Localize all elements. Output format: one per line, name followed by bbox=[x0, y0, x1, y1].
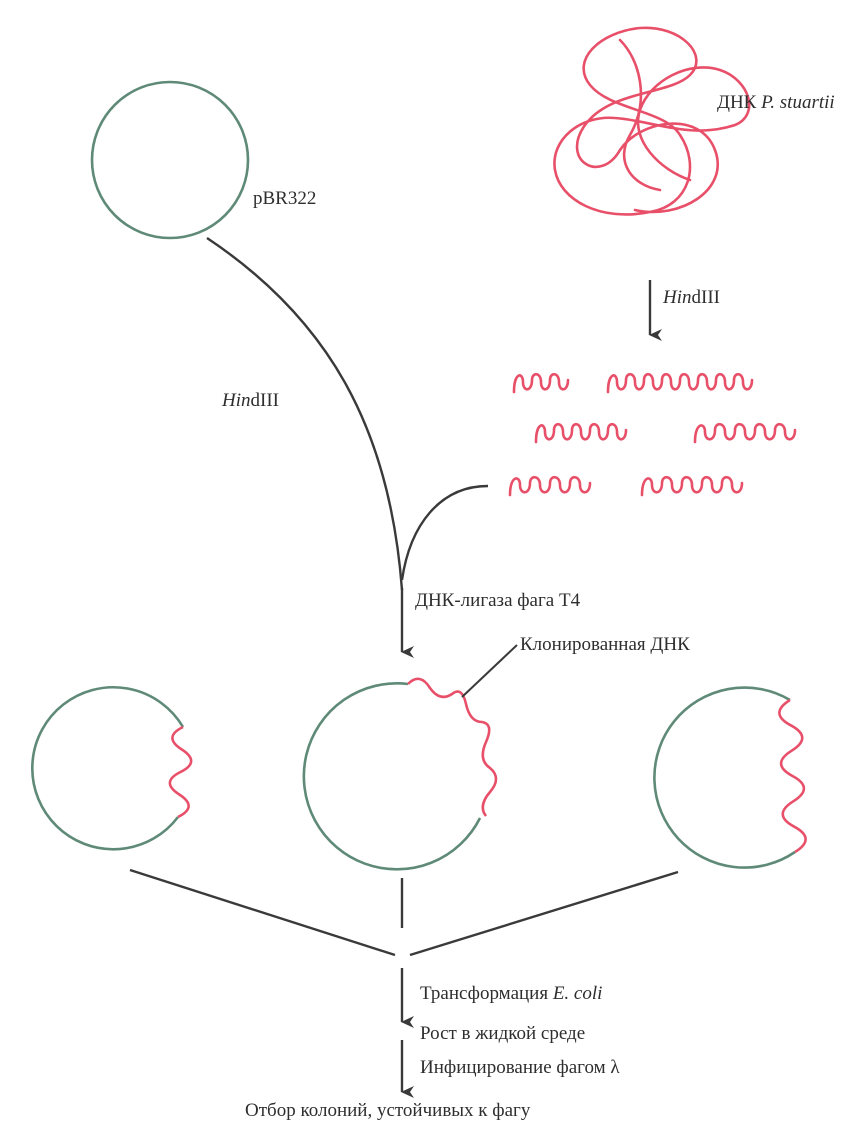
recombinant-plasmid-1 bbox=[32, 687, 191, 849]
transformation-prefix: Трансформация bbox=[420, 983, 553, 1004]
donor-dna-label: ДНК P. stuartii bbox=[717, 92, 835, 114]
dna-fragment-2 bbox=[608, 374, 752, 392]
donor-species: P. stuartii bbox=[761, 92, 835, 113]
growth-label: Рост в жидкой среде bbox=[420, 1023, 585, 1045]
insert-wave-1 bbox=[170, 727, 191, 817]
cloned-dna-pointer bbox=[462, 645, 517, 697]
dna-fragment-4 bbox=[695, 424, 795, 442]
converging-lines bbox=[130, 870, 678, 955]
enzyme-italic-part: Hin bbox=[663, 287, 692, 308]
recombinant-plasmid-3 bbox=[654, 688, 805, 868]
ligase-label: ДНК-лигаза фага Т4 bbox=[415, 590, 580, 612]
cloned-dna-label: Клонированная ДНК bbox=[520, 634, 690, 656]
donor-dna-tangle bbox=[554, 28, 749, 215]
dna-fragment-6 bbox=[642, 477, 742, 495]
fragment-pathway-line bbox=[402, 486, 488, 580]
transformation-species: E. coli bbox=[553, 983, 603, 1004]
recombinant-plasmid-2 bbox=[304, 679, 496, 869]
pbr322-plasmid-circle bbox=[92, 82, 248, 238]
donor-enzyme-label: HindIII bbox=[663, 287, 720, 309]
enzyme-rest-part: dIII bbox=[251, 390, 279, 411]
dna-fragment-5 bbox=[510, 477, 590, 495]
infection-label: Инфицирование фагом λ bbox=[420, 1057, 620, 1079]
plasmid-pathway-line bbox=[207, 238, 402, 590]
enzyme-rest-part: dIII bbox=[692, 287, 720, 308]
dna-fragment-3 bbox=[536, 424, 626, 442]
plasmid-enzyme-label: HindIII bbox=[222, 390, 279, 412]
plasmid-label: pBR322 bbox=[253, 188, 316, 210]
selection-label: Отбор колоний, устойчивых к фагу bbox=[245, 1100, 530, 1122]
dna-fragment-1 bbox=[514, 374, 568, 392]
insert-wave-2 bbox=[408, 679, 496, 816]
enzyme-italic-part: Hin bbox=[222, 390, 251, 411]
donor-dna-prefix: ДНК bbox=[717, 92, 761, 113]
transformation-label: Трансформация E. coli bbox=[420, 983, 602, 1005]
dna-fragments bbox=[510, 374, 795, 495]
insert-wave-3 bbox=[779, 700, 805, 852]
